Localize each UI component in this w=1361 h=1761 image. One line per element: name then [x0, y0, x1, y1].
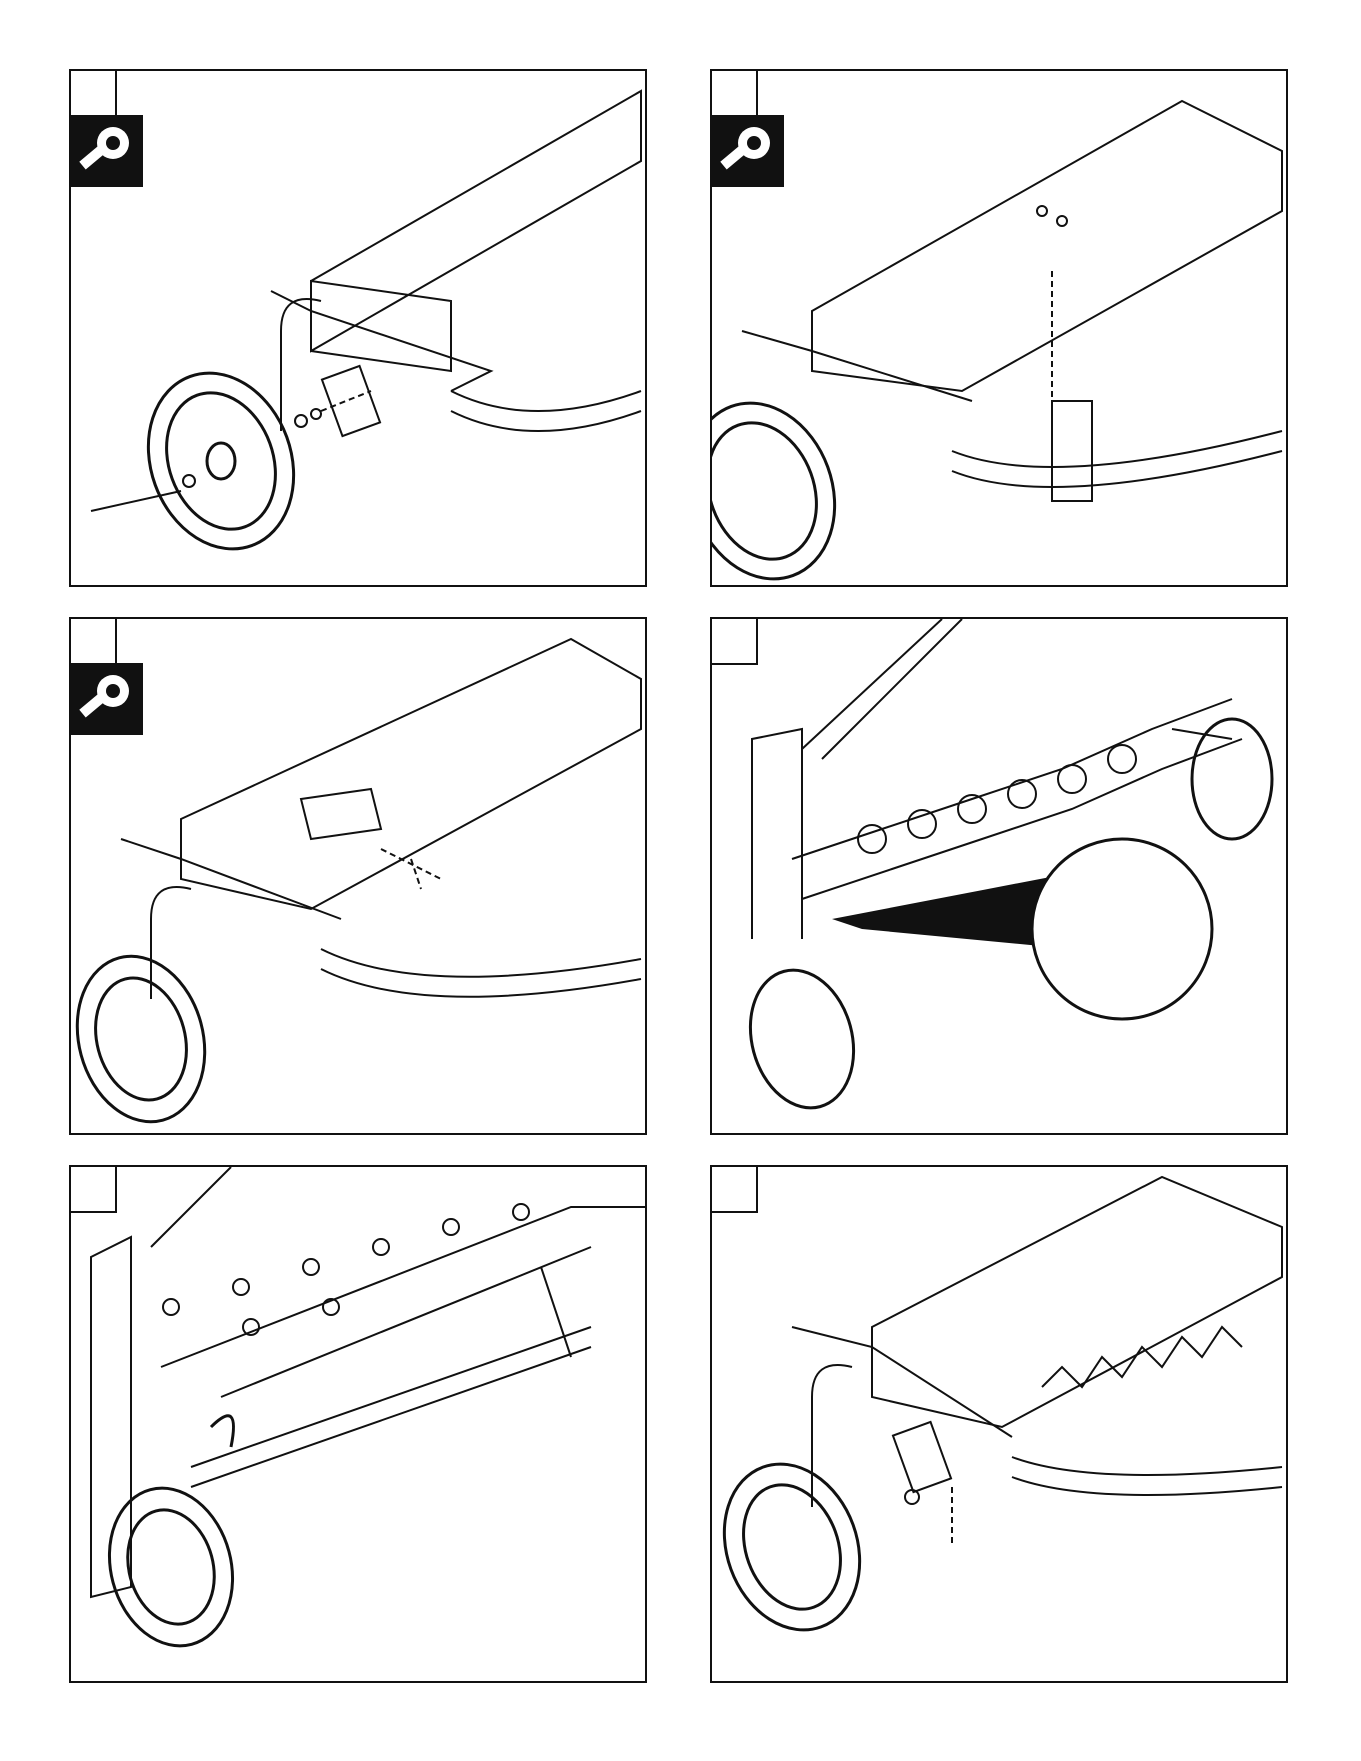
bracket-assembly-illustration	[712, 71, 1288, 587]
step-panel-2	[710, 69, 1288, 587]
wheel-tire	[712, 382, 859, 587]
wheel-tire	[71, 942, 223, 1135]
step-panel-4	[710, 617, 1288, 1135]
pin-assembly-illustration	[712, 1167, 1288, 1683]
spring-tines	[163, 1204, 529, 1335]
spike-tine-illustration	[712, 619, 1288, 1135]
step-panel-6	[710, 1165, 1288, 1683]
wheel-assembly-illustration	[71, 71, 647, 587]
step-panel-1	[69, 69, 647, 587]
wheel-tire	[92, 1474, 249, 1660]
plate-assembly-illustration	[71, 619, 647, 1135]
spring-tine-illustration	[71, 1167, 647, 1683]
wheel-tire	[124, 352, 317, 569]
step-panel-5	[69, 1165, 647, 1683]
detail-zoom-circle	[1032, 839, 1212, 1019]
step-panel-3	[69, 617, 647, 1135]
wheel-tire	[712, 1445, 882, 1649]
rotation-arrow	[211, 1416, 234, 1447]
